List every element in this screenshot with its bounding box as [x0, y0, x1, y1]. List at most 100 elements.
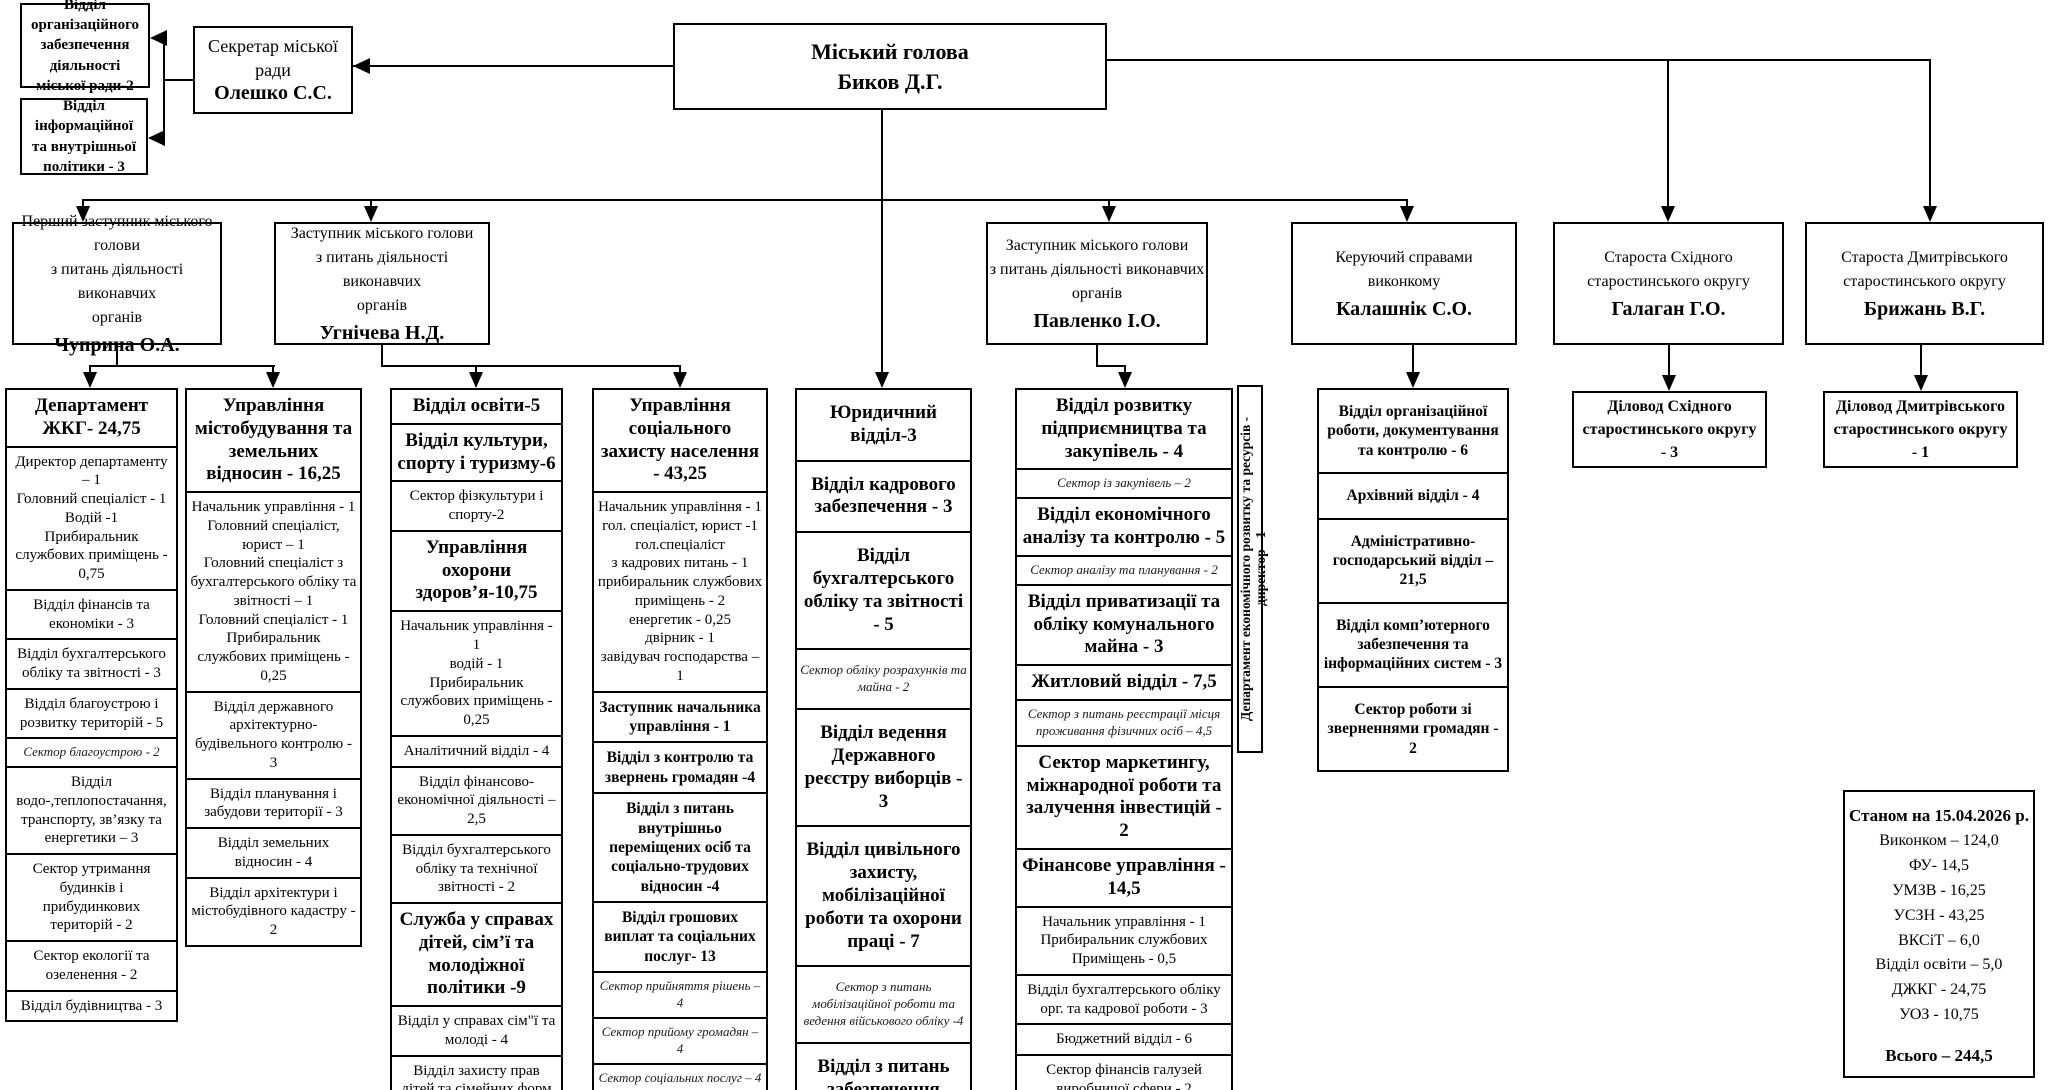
arrow-left-icon	[150, 30, 167, 46]
org-cell: Управління охорони здоров’я-10,75	[390, 529, 563, 613]
org-cell: Відділ розвитку підприємництва та закупі…	[1015, 388, 1233, 471]
connector-line	[370, 199, 372, 209]
summary-line: УОЗ - 10,75	[1899, 1005, 1979, 1023]
deputy-name: Галаган Г.О.	[1611, 298, 1726, 320]
connector-line	[475, 365, 477, 375]
deputy-name: Угнічева Н.Д.	[319, 322, 445, 344]
summary-line: УМЗВ - 16,25	[1892, 882, 1986, 899]
org-cell: Відділ з контролю та звернень громадян -…	[592, 741, 768, 795]
arrow-down-icon	[1102, 206, 1116, 222]
org-cell: Сектор прийняття рішень – 4	[592, 971, 768, 1019]
summary-total: Всього – 244,5	[1885, 1045, 1993, 1065]
org-column-mistobud: Управління містобудування та земельних в…	[185, 388, 362, 947]
org-cell: Відділ комп’ютерного забезпечення та інф…	[1317, 601, 1509, 688]
arrow-down-icon	[469, 372, 483, 388]
arrow-down-icon	[1662, 375, 1676, 391]
secretary-name: Олешко С.С.	[214, 81, 332, 104]
org-cell: Відділ цивільного захисту, мобілізаційно…	[795, 825, 972, 968]
deputy-title: Перший заступник міського голови з питан…	[21, 213, 213, 326]
arrow-down-icon	[266, 372, 280, 388]
arrow-left-icon	[353, 58, 370, 74]
org-cell: Відділ організаційної роботи, документув…	[1317, 388, 1509, 475]
arrow-down-icon	[875, 372, 889, 388]
deputy-title: Заступник міського голови з питань діяль…	[989, 237, 1205, 302]
org-cell: Управління містобудування та земельних в…	[185, 388, 362, 494]
org-cell: Сектор фінансів галузей виробничої сфери…	[1015, 1054, 1233, 1090]
org-cell: Відділ економічного аналізу та контролю …	[1015, 497, 1233, 557]
summary-line: ВКСіТ – 6,0	[1898, 931, 1980, 949]
org-cell: Відділ освіти-5	[390, 388, 563, 425]
connector-line	[83, 199, 1408, 201]
org-cell: Сектор соціальних послуг – 4	[592, 1062, 768, 1090]
org-cell: Відділ земельних відносин - 4	[185, 827, 362, 879]
org-cell: Відділ бухгалтерського обліку та звітнос…	[5, 638, 178, 690]
connector-line	[116, 345, 118, 367]
summary-title: Станом на 15.04.2026 р.	[1849, 806, 2029, 826]
org-cell: Сектор з питань реєстрації місця прожива…	[1015, 698, 1233, 747]
org-cell: Відділ кадрового забезпечення - 3	[795, 459, 972, 534]
summary-line: УСЗН - 43,25	[1893, 906, 1985, 924]
deputy-box-ugnicheva: Заступник міського голови з питань діяль…	[274, 222, 490, 345]
connector-line	[163, 79, 193, 81]
arrow-down-icon	[673, 372, 687, 388]
org-cell: Юридичний відділ-3	[795, 388, 972, 462]
deputy-box-chupryna: Перший заступник міського голови з питан…	[12, 213, 222, 356]
org-cell: Відділ захисту прав дітей та сімейних фо…	[390, 1054, 563, 1090]
secretary-title: Секретар міської ради	[208, 36, 338, 80]
deputy-name: Павленко І.О.	[1033, 310, 1161, 332]
arrow-down-icon	[1923, 206, 1937, 222]
connector-line	[1668, 345, 1670, 377]
economy-department-box: Департамент економічного розвитку та рес…	[1237, 385, 1268, 753]
mayor-title: Міський голова	[811, 38, 969, 64]
org-cell: Відділ грошових виплат та соціальних пос…	[592, 901, 768, 974]
org-column-rozvytok: Відділ розвитку підприємництва та закупі…	[1015, 388, 1233, 1090]
summary-line: Виконком – 124,0	[1879, 832, 1999, 850]
org-cell: Відділ культури, спорту і туризму-6	[390, 422, 563, 483]
deputy-title: Староста Дмитрівського старостинського о…	[1841, 249, 2008, 290]
mayor-name: Биков Д.Г.	[837, 68, 943, 94]
org-cell: Відділ у справах сім"ї та молоді - 4	[390, 1005, 563, 1057]
org-cell: Фінансове управління - 14,5	[1015, 847, 1233, 908]
org-cell: Сектор утримання будинків і прибудинкови…	[5, 853, 178, 943]
org-cell: Відділ благоустрою і розвитку територій …	[5, 687, 178, 740]
connector-line	[381, 345, 383, 367]
connector-line	[353, 65, 673, 67]
connector-line	[881, 110, 883, 372]
arrow-down-icon	[76, 206, 90, 222]
connector-line	[1096, 345, 1098, 367]
org-cell: Житловий відділ - 7,5	[1015, 664, 1233, 701]
org-cell: Сектор фізкультури і спорту-2	[390, 480, 563, 532]
deputy-title: Староста Східного старостинського округу	[1587, 249, 1750, 290]
secretary-box: Секретар міської ради Олешко С.С.	[193, 26, 353, 114]
deputy-box-bryzhan: Староста Дмитрівського старостинського о…	[1805, 222, 2044, 345]
connector-line	[679, 365, 681, 375]
deputy-box-kalashnik: Керуючий справами виконкому Калашнік С.О…	[1291, 222, 1517, 345]
org-cell: Департамент ЖКГ- 24,75	[5, 388, 178, 448]
connector-line	[272, 365, 274, 375]
org-cell: Відділ будівництва - 3	[5, 989, 178, 1023]
clerk-box-east: Діловод Східного старостинського округу …	[1572, 391, 1767, 468]
org-cell: Відділ бухгалтерського обліку орг. та ка…	[1015, 973, 1233, 1026]
staffing-summary-box: Станом на 15.04.2026 р. Виконком – 124,0…	[1843, 790, 2035, 1078]
mayor-box: Міський голова Биков Д.Г.	[673, 23, 1107, 110]
connector-line	[89, 365, 91, 375]
deputy-box-pavlenko: Заступник міського голови з питань діяль…	[986, 222, 1208, 345]
org-cell: Відділ з питань забезпечення діяльності …	[795, 1042, 972, 1090]
org-cell: Відділ фінансово-економічної діяльності …	[390, 765, 563, 836]
org-support-unit-box: Відділ організаційного забезпечення діял…	[20, 0, 150, 94]
connector-line	[1406, 199, 1408, 209]
org-cell: Сектор з питань мобілізаційної роботи та…	[795, 965, 972, 1044]
org-cell: Сектор екології та озеленення - 2	[5, 940, 178, 992]
summary-line: ФУ- 14,5	[1908, 857, 1970, 875]
org-cell: Начальник управління - 1 гол. спеціаліст…	[592, 491, 768, 693]
arrow-down-icon	[1406, 372, 1420, 388]
deputy-title: Керуючий справами виконкому	[1335, 249, 1473, 290]
org-cell: Директор департаменту – 1 Головний спеці…	[5, 445, 178, 591]
connector-line	[1096, 365, 1126, 367]
connector-line	[1412, 345, 1414, 374]
org-cell: Сектор благоустрою - 2	[5, 737, 178, 769]
org-cell: Відділ бухгалтерського обліку та звітнос…	[795, 531, 972, 651]
deputy-title: Заступник міського голови з питань діяль…	[290, 225, 474, 314]
arrow-down-icon	[364, 206, 378, 222]
